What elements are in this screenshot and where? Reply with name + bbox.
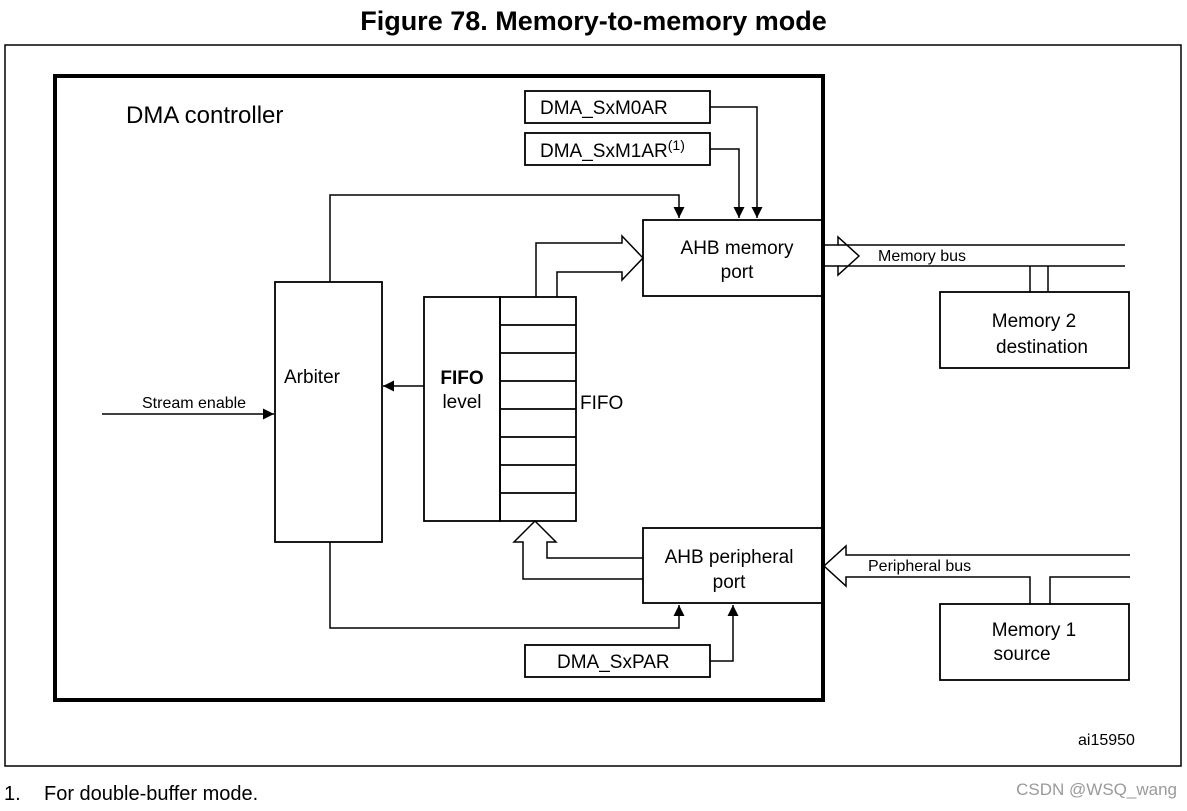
fifo-level-label: FIFO — [440, 368, 483, 389]
arbiter-to-memory-port-line — [329, 194, 685, 282]
ahb-memory-port-label-2: port — [721, 262, 754, 283]
reg-m1ar-label: DMA_SxM1AR(1) — [540, 137, 685, 162]
footnote: 1. For double-buffer mode. — [4, 783, 258, 806]
par-to-peripheral-port-line — [710, 605, 739, 662]
memory1-source-box — [939, 603, 1130, 681]
peripheral-port-to-fifo-arrow — [512, 519, 643, 580]
figure-frame — [4, 44, 1182, 767]
peripheral-bus-label: Peripheral bus — [868, 558, 971, 575]
footnote-number: 1. — [4, 783, 21, 805]
m1ar-to-memory-port-line — [710, 148, 745, 218]
arbiter-box — [274, 281, 383, 543]
arbiter-to-peripheral-port-line — [329, 542, 685, 629]
memory-bus-label: Memory bus — [878, 248, 966, 265]
m0ar-to-memory-port-line — [710, 106, 763, 218]
ahb-memory-port-label: AHB memory — [681, 238, 794, 259]
memory2-destination-box — [939, 291, 1130, 369]
stream-enable-label: Stream enable — [142, 395, 246, 412]
fifo-slots — [500, 324, 576, 494]
footnote-text: For double-buffer mode. — [44, 783, 259, 805]
memory2-destination-label: Memory 2 — [992, 311, 1076, 332]
dma-controller-label: DMA controller — [126, 102, 283, 129]
fifo-level-label-2: level — [442, 392, 481, 413]
ahb-peripheral-port-label-2: port — [713, 572, 746, 593]
figure-code: ai15950 — [1078, 732, 1135, 749]
watermark: CSDN @WSQ_wang — [1016, 780, 1177, 799]
ahb-peripheral-port-box — [642, 527, 823, 604]
peripheral-bus-line-lower — [1049, 576, 1130, 604]
peripheral-bus-arrow — [822, 544, 1130, 604]
memory-bus-arrow — [822, 235, 861, 277]
memory1-source-label: Memory 1 — [992, 620, 1076, 641]
figure-title: Figure 78. Memory-to-memory mode — [360, 6, 827, 36]
memory2-destination-label-2: destination — [996, 337, 1088, 358]
memory1-source-label-2: source — [993, 644, 1050, 665]
reg-m0ar-label: DMA_SxM0AR — [540, 98, 668, 119]
dma-controller-box — [53, 74, 825, 702]
arbiter-label: Arbiter — [284, 367, 341, 388]
fifo-label: FIFO — [580, 393, 623, 414]
fifo-to-memory-port-arrow — [535, 234, 645, 297]
ahb-peripheral-port-label: AHB peripheral — [665, 547, 794, 568]
reg-par-label: DMA_SxPAR — [557, 652, 670, 673]
